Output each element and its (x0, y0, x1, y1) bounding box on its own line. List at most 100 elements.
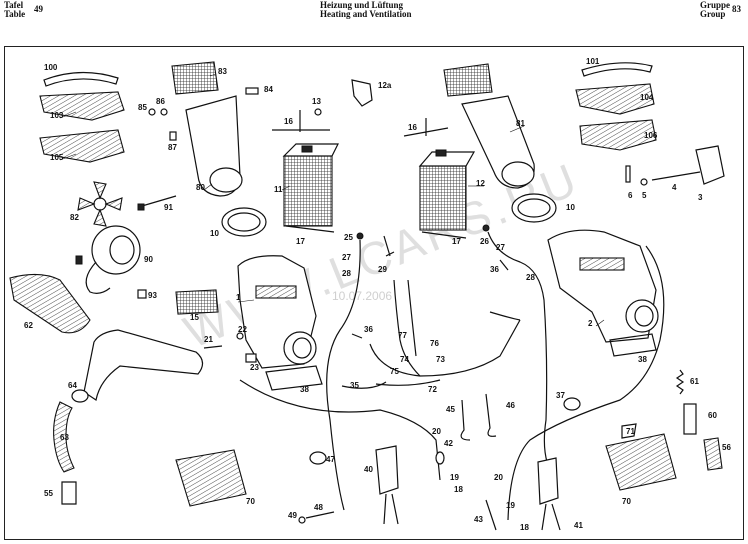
part-flap-104 (575, 83, 655, 115)
part-cap-26 (482, 224, 490, 232)
callout-45: 45 (446, 405, 455, 414)
part-heater-box-2-plate (579, 257, 625, 271)
part-valve-12a (351, 79, 373, 107)
part-control-panel-70-left (175, 449, 247, 507)
callout-100: 100 (44, 63, 58, 72)
callout-63: 63 (60, 433, 69, 442)
part-grille-83-left (171, 61, 219, 95)
callout-36-right: 36 (490, 265, 499, 274)
callout-46: 46 (506, 401, 515, 410)
part-bracket-16-right (403, 118, 449, 137)
group-label-de: Gruppe (700, 0, 731, 10)
callout-28-left: 28 (342, 269, 351, 278)
callout-48: 48 (314, 503, 323, 512)
part-nut-86 (160, 108, 168, 116)
callout-10-right: 10 (566, 203, 575, 212)
diagram-frame (4, 46, 744, 540)
part-clamp-ring-10-left-inner (227, 212, 261, 232)
part-fan-wheel-82 (77, 181, 123, 227)
callout-22: 22 (238, 325, 247, 334)
callout-23: 23 (250, 363, 259, 372)
callout-91: 91 (164, 203, 173, 212)
part-blower-motor-90-wire (85, 261, 111, 294)
callout-76: 76 (430, 339, 439, 348)
callout-37: 37 (556, 391, 565, 400)
callout-38-left: 38 (300, 385, 309, 394)
callout-74: 74 (400, 355, 409, 364)
callout-12: 12 (476, 179, 485, 188)
callout-17-left: 17 (296, 237, 305, 246)
callout-82: 82 (70, 213, 79, 222)
table-label-en: Table (4, 9, 26, 19)
part-pipe-76 (407, 279, 417, 357)
callout-42: 42 (444, 439, 453, 448)
part-link-43 (485, 499, 497, 531)
callout-17-right: 17 (452, 237, 461, 246)
table-number: 49 (34, 4, 43, 14)
callout-19-left: 19 (450, 473, 459, 482)
callout-19-right: 19 (506, 501, 515, 510)
part-cable-20-right (507, 245, 665, 521)
part-bracket-16-left (272, 110, 330, 132)
callout-28-right: 28 (526, 273, 535, 282)
part-heater-core-12-top (418, 151, 476, 167)
callout-21: 21 (204, 335, 213, 344)
group-label-en: Group (700, 9, 726, 19)
callout-75: 75 (390, 367, 399, 376)
part-tube-36-left (351, 333, 363, 339)
callout-72: 72 (428, 385, 437, 394)
part-screw-91-head (137, 203, 145, 211)
part-gasket-38-left (265, 365, 323, 391)
group-number: 83 (732, 4, 741, 14)
callout-16-right: 16 (408, 123, 417, 132)
part-hose-27-28-left (326, 239, 361, 511)
part-washer-5 (640, 178, 648, 186)
part-lever-46 (485, 393, 497, 437)
callout-13: 13 (312, 97, 321, 106)
callout-84: 84 (264, 85, 273, 94)
part-pipe-73 (369, 319, 521, 377)
callout-20-right: 20 (494, 473, 503, 482)
callout-103: 103 (50, 111, 64, 120)
callout-10-left: 10 (210, 229, 219, 238)
part-valve-29 (383, 235, 395, 257)
watermark-date: 10.07.2006 (332, 289, 392, 303)
callout-labels: 100 103 105 83 84 12a 13 85 86 87 16 82 … (24, 57, 731, 532)
part-heater-box-1-outlet-inner (292, 337, 312, 359)
callout-93: 93 (148, 291, 157, 300)
callout-16-left: 16 (284, 117, 293, 126)
callout-4: 4 (672, 183, 677, 192)
callout-36-left: 36 (364, 325, 373, 334)
part-blower-motor-90 (91, 225, 141, 275)
part-screw-48 (305, 511, 335, 519)
part-clip-71 (621, 423, 637, 439)
part-lever-40 (375, 445, 399, 495)
table-label-de: Tafel (4, 0, 24, 10)
callout-104: 104 (640, 93, 654, 102)
callout-43: 43 (474, 515, 483, 524)
callout-87: 87 (168, 143, 177, 152)
part-cable-20-left (239, 379, 441, 481)
callout-56: 56 (722, 443, 731, 452)
part-flap-103 (39, 91, 125, 121)
callout-60: 60 (708, 411, 717, 420)
callout-101: 101 (586, 57, 600, 66)
callout-15: 15 (190, 313, 199, 322)
title-de: Heizung und Lüftung (320, 0, 404, 10)
callout-83: 83 (218, 67, 227, 76)
part-nut-49 (298, 516, 306, 524)
part-trim-strip-101 (581, 62, 653, 77)
callout-12a: 12a (378, 81, 392, 90)
callout-70-right: 70 (622, 497, 631, 506)
callout-106: 106 (644, 131, 658, 140)
part-control-panel-70-right (605, 433, 677, 491)
callout-86: 86 (156, 97, 165, 106)
part-grille-83-right (443, 63, 493, 97)
part-clip-93 (137, 289, 147, 299)
callout-81: 81 (516, 119, 525, 128)
part-rod-4 (651, 171, 701, 181)
part-knob-3 (695, 145, 725, 185)
callout-105: 105 (50, 153, 64, 162)
callout-18-left: 18 (454, 485, 463, 494)
